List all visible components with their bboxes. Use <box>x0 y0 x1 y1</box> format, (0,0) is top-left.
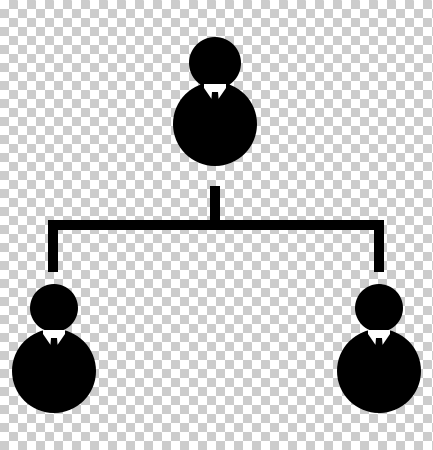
right-drop-line <box>374 220 384 272</box>
stem-line <box>210 186 220 226</box>
person-icon-top <box>173 37 257 166</box>
connector-lines <box>48 186 384 272</box>
person-icon-bottom-right <box>337 284 421 413</box>
horizontal-branch-line <box>48 220 384 230</box>
person-icon-bottom-left <box>12 284 96 413</box>
left-drop-line <box>48 220 58 272</box>
